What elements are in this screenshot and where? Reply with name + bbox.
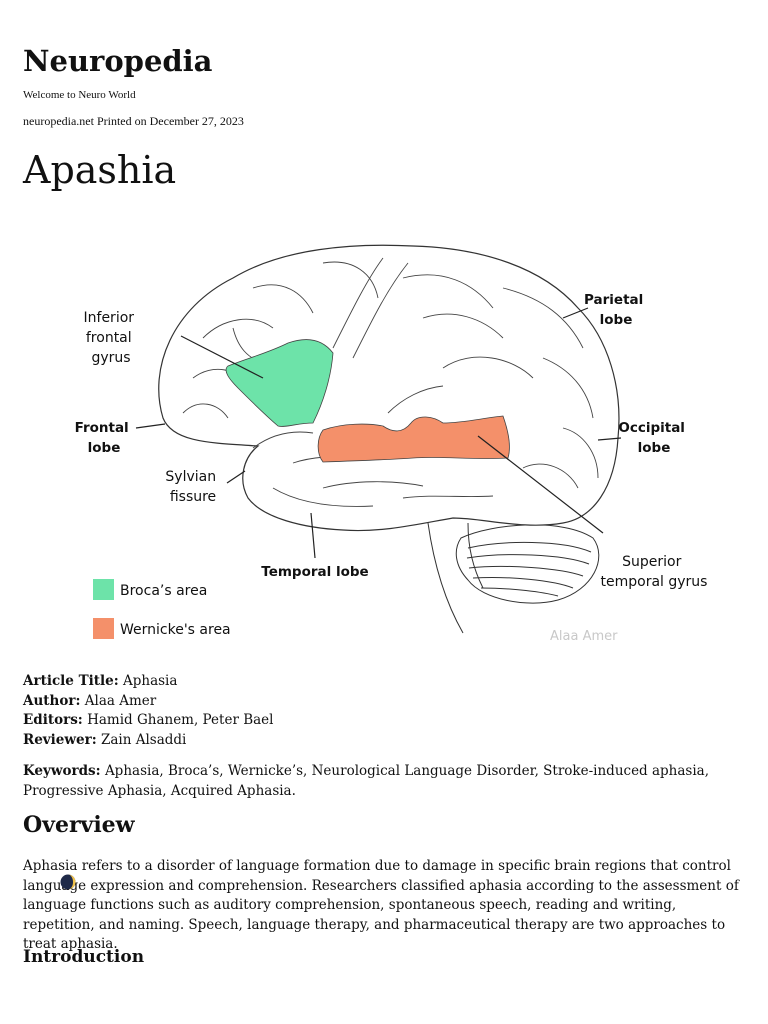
moon-icon[interactable] [60, 874, 76, 890]
figure-credit: Alaa Amer [550, 629, 618, 644]
keywords: Keywords: Aphasia, Broca’s, Wernicke’s, … [23, 762, 745, 801]
overview-heading: Overview [23, 812, 135, 838]
brain-outline [158, 244, 620, 532]
label-parietal-lobe: Parietal lobe [584, 292, 648, 328]
legend: Broca’s area Wernicke's area [93, 579, 231, 639]
keywords-text: Aphasia, Broca’s, Wernicke’s, Neurologic… [23, 763, 710, 799]
site-tagline: Welcome to Neuro World [23, 89, 136, 101]
label-inferior-frontal-gyrus: Inferior frontal gyrus [84, 310, 139, 366]
label-temporal-lobe: Temporal lobe [261, 564, 368, 580]
meta-editors: Editors: Hamid Ghanem, Peter Bael [23, 712, 274, 728]
cerebellum [455, 524, 600, 604]
meta-author: Author: Alaa Amer [23, 692, 157, 709]
gyri [182, 257, 599, 507]
wernickes-area [317, 415, 510, 463]
brain-diagram-svg: Inferior frontal gyrus Parietal lobe Fro… [75, 244, 708, 644]
legend-label-broca: Broca’s area [120, 583, 207, 599]
label-frontal-lobe: Frontal lobe [75, 420, 134, 456]
meta-article-title: Article Title: Aphasia [23, 673, 178, 689]
legend-swatch-broca [93, 579, 114, 600]
brain-diagram: Inferior frontal gyrus Parietal lobe Fro… [23, 218, 745, 658]
leader-lines [135, 307, 622, 559]
legend-label-wernicke: Wernicke's area [120, 622, 231, 638]
page-title: Apashia [23, 148, 177, 192]
print-info: neuropedia.net Printed on December 27, 2… [23, 114, 244, 128]
keywords-label: Keywords: [23, 763, 101, 779]
brain-stem [427, 522, 484, 634]
overview-text: Aphasia refers to a disorder of language… [23, 858, 739, 952]
label-sylvian-fissure: Sylvian fissure [165, 469, 220, 505]
site-title[interactable]: Neuropedia [23, 44, 213, 78]
label-superior-temporal-gyrus: Superior temporal gyrus [601, 554, 708, 590]
label-occipital-lobe: Occipital lobe [618, 420, 689, 456]
brocas-area [225, 339, 334, 427]
article-meta: Article Title: Aphasia Author: Alaa Amer… [23, 672, 273, 750]
introduction-heading: Introduction [23, 947, 145, 967]
meta-reviewer: Reviewer: Zain Alsaddi [23, 731, 187, 748]
legend-swatch-wernicke [93, 618, 114, 639]
